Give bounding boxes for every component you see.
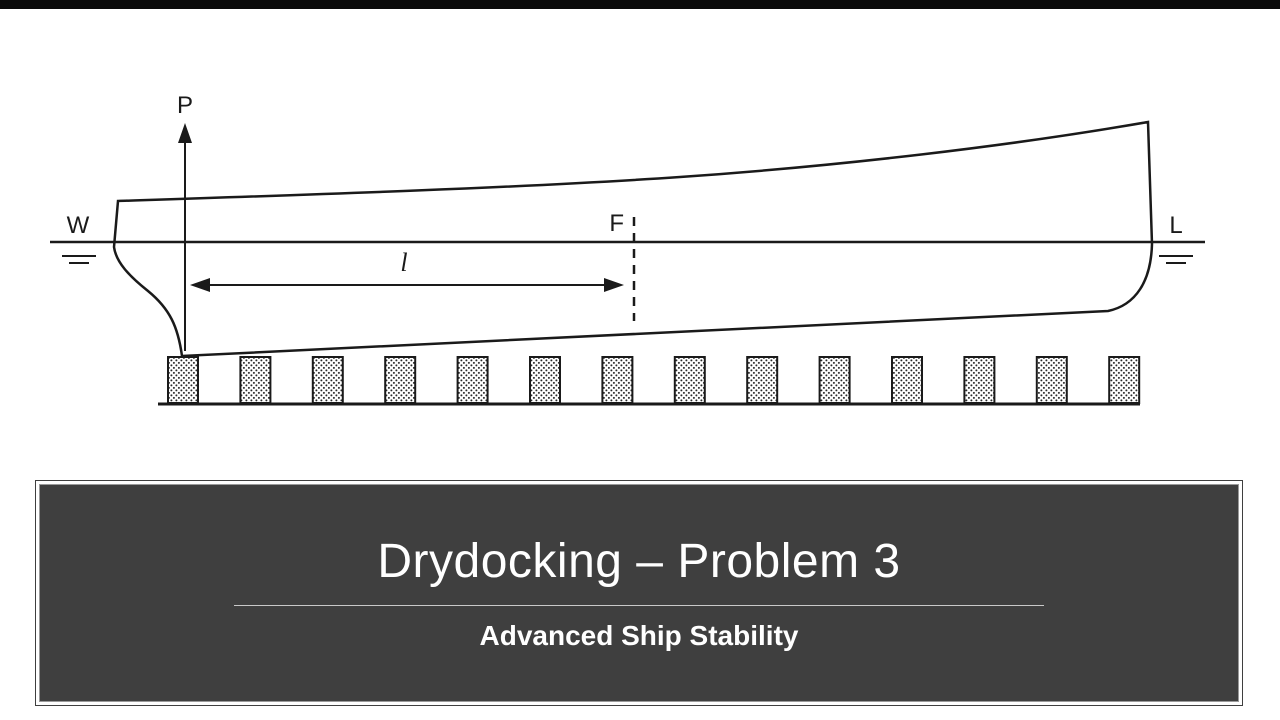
keel-block (818, 356, 851, 404)
force-p-label: P (177, 92, 193, 119)
keel-block (311, 356, 344, 404)
keel-block (891, 356, 923, 404)
ship-hull-outline (112, 120, 1154, 358)
keel-block (239, 356, 272, 404)
keel-block (601, 356, 634, 404)
title-divider (234, 605, 1044, 607)
flotation-label: F (609, 210, 624, 237)
keel-block (384, 356, 417, 404)
length-label: l (400, 248, 407, 277)
keel-block (456, 356, 489, 404)
length-arrowhead-left (190, 278, 210, 292)
waterline-right-label: L (1169, 212, 1182, 239)
top-bar (0, 0, 1280, 9)
keel-block (673, 356, 706, 404)
keel-block (167, 356, 199, 404)
ship-drydock-figure: W L P F l (50, 92, 1205, 406)
keel-block (529, 356, 561, 404)
length-arrowhead-right (604, 278, 624, 292)
slide-title: Drydocking – Problem 3 (377, 534, 901, 588)
title-box: Drydocking – Problem 3 Advanced Ship Sta… (35, 480, 1243, 706)
keel-block (746, 356, 779, 404)
waterline-left-label: W (67, 212, 90, 239)
keel-block (1108, 356, 1141, 404)
keel-blocks (167, 356, 1141, 404)
force-p-arrowhead (178, 123, 192, 143)
slide-subtitle: Advanced Ship Stability (479, 620, 799, 652)
drydocking-diagram: W L P F l (0, 9, 1280, 471)
keel-block (963, 356, 996, 404)
keel-block (1035, 356, 1068, 404)
